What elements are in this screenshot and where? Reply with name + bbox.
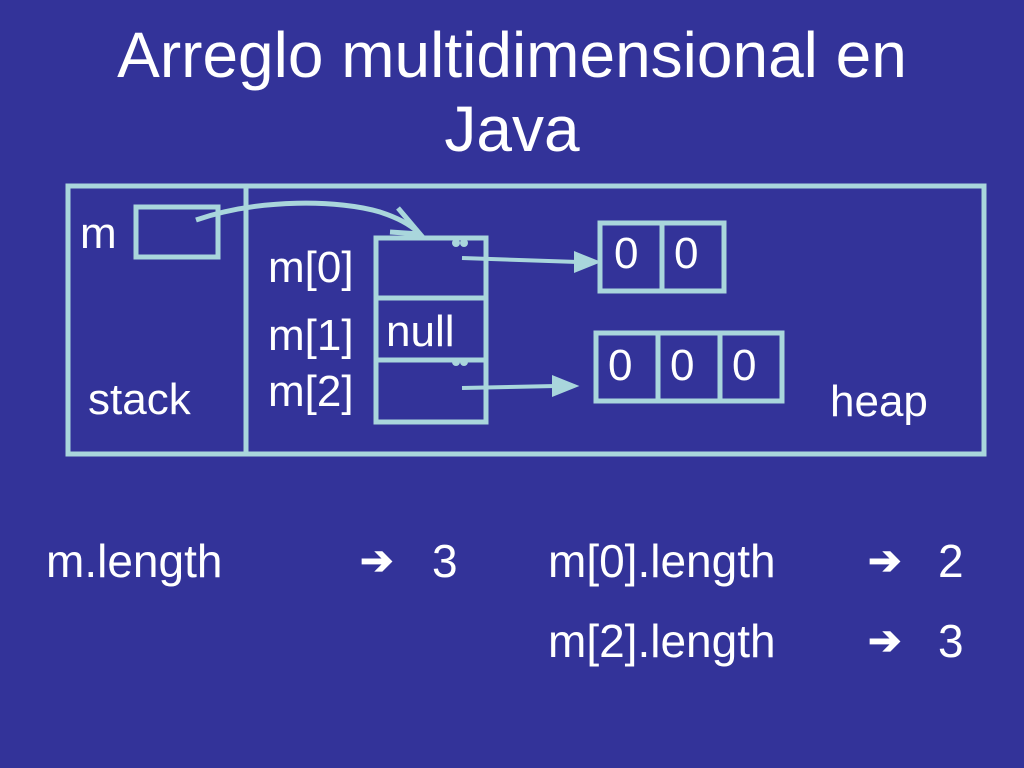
- m2-pointer-head: [552, 375, 580, 397]
- var-label-m: m: [80, 209, 117, 258]
- title-line-1: Arreglo multidimensional en: [117, 19, 907, 91]
- array2-cell-2: [717, 330, 785, 404]
- array2-value-2: 0: [732, 341, 757, 390]
- m2-pointer-line: [461, 384, 557, 390]
- m2-length-arrow-icon: ➔: [868, 619, 902, 663]
- m-reference-cell: [133, 204, 221, 260]
- m2-pointer-dot-2: [460, 358, 468, 366]
- array0-cell-1: [659, 220, 727, 294]
- m-pointer-arrowhead: [389, 206, 426, 237]
- array0-value-1: 0: [674, 229, 699, 278]
- m-length-arrow-icon: ➔: [360, 539, 394, 583]
- row-cell-0: [373, 235, 489, 301]
- m2-length-value: 3: [938, 615, 964, 667]
- m0-pointer-dot-2: [460, 239, 468, 247]
- m-pointer-arrow: [195, 200, 420, 234]
- m0-pointer-dot: [452, 239, 460, 247]
- heap-label: heap: [830, 377, 928, 426]
- array2-value-1: 0: [670, 341, 695, 390]
- stack-label: stack: [88, 375, 191, 424]
- m2-length-label: m[2].length: [548, 615, 776, 667]
- row1-null-value: null: [386, 307, 455, 356]
- array0-value-0: 0: [614, 229, 639, 278]
- title-line-2: Java: [444, 93, 580, 165]
- m-length-label: m.length: [46, 535, 223, 587]
- m0-pointer-head: [574, 251, 602, 273]
- row-cell-2: [373, 357, 489, 425]
- m0-length-value: 2: [938, 535, 964, 587]
- array2-value-0: 0: [608, 341, 633, 390]
- memory-frame: [65, 183, 987, 457]
- m0-length-label: m[0].length: [548, 535, 776, 587]
- m0-pointer-line: [461, 256, 579, 264]
- m0-length-arrow-icon: ➔: [868, 539, 902, 583]
- row-label-2: m[2]: [268, 367, 354, 416]
- row-label-0: m[0]: [268, 243, 354, 292]
- row-label-1: m[1]: [268, 311, 354, 360]
- slide-title: Arreglo multidimensional en Java: [0, 18, 1024, 166]
- m-length-value: 3: [432, 535, 458, 587]
- m2-pointer-dot: [452, 358, 460, 366]
